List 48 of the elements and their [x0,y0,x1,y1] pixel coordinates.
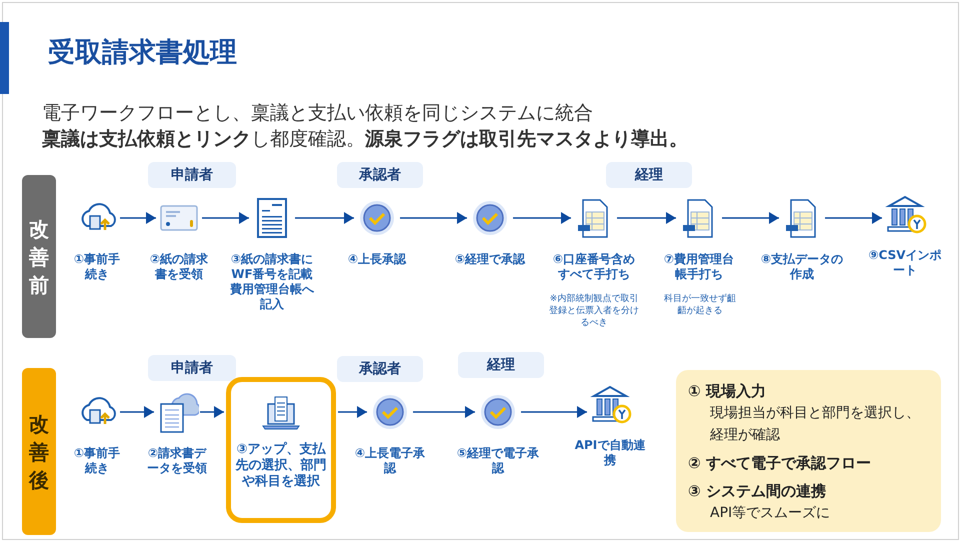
step-caption: ⑨CSVインポート [867,248,943,278]
arrow [400,212,467,224]
role-badge: 承認者 [337,356,423,382]
arrow [295,212,354,224]
step-caption: ②請求書データを受領 [146,446,208,476]
title: 受取請求書処理 [48,36,237,70]
arrow [338,406,367,418]
point-heading: ① 現場入力 [688,381,767,402]
arrow [202,212,249,224]
step-caption: ④上長電子承認 [354,446,426,476]
arrow [521,406,587,418]
arrow [513,212,571,224]
step-caption: ⑥口座番号含めすべて手打ち [552,252,636,282]
role-badge: 申請者 [148,162,236,188]
arrow [120,406,154,418]
role-badge: 申請者 [148,355,236,381]
note-text: 科目が一致せず齟齬が起きる [663,293,737,317]
step-caption: ①事前手続き [72,252,122,282]
step-caption: ③紙の請求書にWF番号を記載費用管理台帳へ記入 [230,252,314,312]
note-text: ※内部統制観点で取引登録と伝票入者を分けるべき [548,293,640,329]
step-caption: ④上長承認 [346,252,408,267]
role-badge: 承認者 [337,162,423,188]
row-label: 改善前 [22,175,56,338]
arrow [722,212,779,224]
highlight-frame [226,377,336,523]
step-caption: ⑧支払データの作成 [760,252,844,282]
role-badge: 経理 [606,162,692,188]
step-caption: ③アップ、支払先の選択、部門や科目を選択 [234,442,328,490]
row-label: 改善後 [22,368,56,535]
subtitle-text: 電子ワークフローとし、稟議と支払い依頼を同じシステムに統合 [42,101,593,126]
arrow [825,212,882,224]
arrow [617,212,676,224]
role-badge: 経理 [458,352,544,378]
point-text: 現場担当が科目と部門を選択し、経理が確認 [709,404,921,445]
step-caption: ⑤経理で承認 [454,252,526,267]
point-text: API等でスムーズに [709,504,832,523]
point-heading: ③ システム間の連携 [688,481,827,502]
step-caption: APIで自動連携 [574,438,646,468]
step-caption: ⑦費用管理台帳手打ち [662,252,736,282]
step-caption: ②紙の請求書を受領 [148,252,210,282]
summary-panel [676,370,941,532]
arrow [120,212,156,224]
point-heading: ② すべて電子で承認フロー [688,453,872,474]
arrow [413,406,475,418]
step-caption: ①事前手続き [72,446,122,476]
subtitle-text: 稟議は支払依頼とリンクし都度確認。源泉フラグは取引先マスタより導出。 [42,127,688,152]
arrow [200,406,224,418]
step-caption: ⑤経理で電子承認 [456,446,540,476]
